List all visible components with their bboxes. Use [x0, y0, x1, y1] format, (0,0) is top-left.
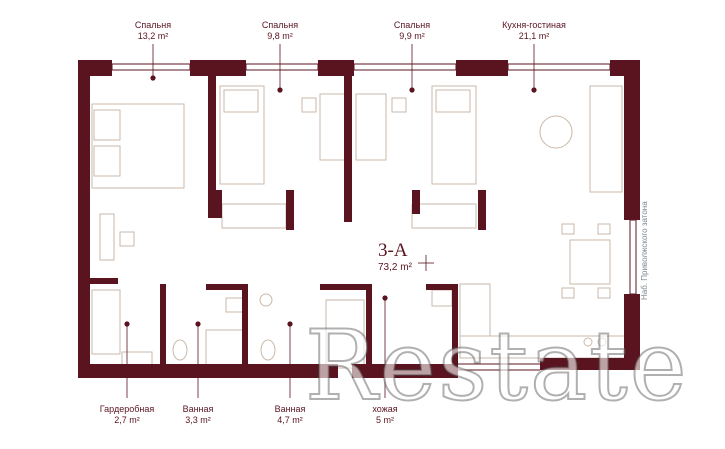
watermark-logo: Restate [304, 310, 689, 422]
room-markers [124, 44, 537, 398]
room-label-bathroom-2: Ванная 4,7 m² [260, 404, 320, 426]
room-label-kitchen-living: Кухня-гостиная 21,1 m² [484, 20, 584, 42]
window-frames [111, 63, 637, 295]
embankment-label: Наб. Приволжского затона [640, 201, 649, 300]
room-area: 3,3 m² [185, 415, 211, 425]
room-area: 2,7 m² [114, 415, 140, 425]
room-name: Гардеробная [99, 404, 155, 414]
apartment-area: 73,2 m² [378, 262, 412, 273]
room-label-bedroom-1: Спальня 13,2 m² [113, 20, 193, 42]
room-name: хожая [372, 404, 398, 414]
room-name: Спальня [393, 20, 431, 30]
room-area: 4,7 m² [277, 415, 303, 425]
compass-star [418, 255, 434, 271]
room-label-wardrobe: Гардеробная 2,7 m² [87, 404, 167, 426]
room-label-bedroom-2: Спальня 9,8 m² [240, 20, 320, 42]
balcony-hatch [458, 363, 540, 371]
room-area: 13,2 m² [137, 31, 169, 41]
room-label-bedroom-3: Спальня 9,9 m² [372, 20, 452, 42]
room-area: 5 m² [376, 415, 394, 425]
room-label-bathroom-1: Ванная 3,3 m² [168, 404, 228, 426]
room-name: Ванная [182, 404, 214, 414]
room-name: Кухня-гостиная [502, 20, 566, 30]
room-area: 21,1 m² [518, 31, 550, 41]
apartment-code: 3-A [378, 240, 408, 261]
room-label-hallway: хожая 5 m² [365, 404, 405, 426]
room-name: Спальня [134, 20, 172, 30]
room-area: 9,8 m² [267, 31, 293, 41]
room-area: 9,9 m² [399, 31, 425, 41]
room-name: Спальня [261, 20, 299, 30]
room-name: Ванная [274, 404, 306, 414]
wall-outline [78, 60, 640, 378]
